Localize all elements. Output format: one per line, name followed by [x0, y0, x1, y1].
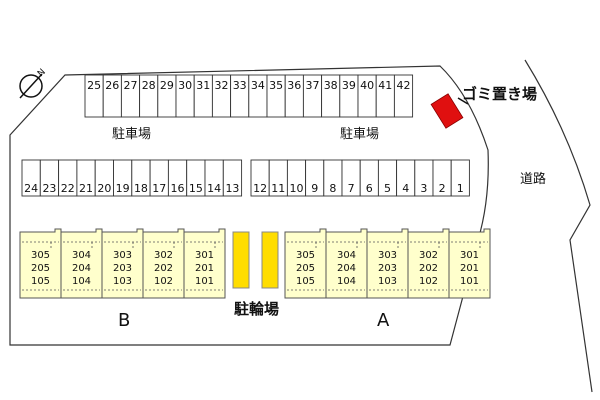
road-label: 道路 [520, 172, 547, 187]
parking-space-number: 39 [342, 79, 356, 92]
building-b-label: B [118, 310, 131, 331]
parking-right-label: 駐車場 [340, 127, 380, 142]
unit-room-number: 104 [72, 276, 91, 287]
unit-room-number: 301 [195, 250, 214, 261]
unit-room-number: 303 [113, 250, 132, 261]
unit-room-number: 304 [72, 250, 91, 261]
unit-room-number: 302 [419, 250, 438, 261]
parking-space-number: 29 [160, 79, 174, 92]
unit-room-number: 101 [460, 276, 479, 287]
parking-space-number: 23 [42, 182, 56, 195]
parking-middle-left-row: 24 23 22 21 20 19 18 17 16 15 14 13 [21, 159, 243, 197]
parking-space [222, 159, 243, 197]
parking-space [393, 74, 414, 118]
unit-room-number: 202 [419, 263, 438, 274]
unit-room-number: 204 [72, 263, 91, 274]
unit-room-number: 202 [154, 263, 173, 274]
parking-space-number: 6 [366, 182, 373, 195]
parking-space-number: 7 [348, 182, 355, 195]
parking-space-number: 11 [271, 182, 285, 195]
parking-space-number: 22 [61, 182, 75, 195]
parking-space-number: 35 [269, 79, 283, 92]
building-b: 305 205 105 304 204 104 303 203 103 302 202 102 301 2… [19, 228, 226, 299]
unit-room-number: 105 [31, 276, 50, 287]
parking-space-number: 24 [24, 182, 38, 195]
unit-room-number: 102 [419, 276, 438, 287]
parking-space-number: 3 [420, 182, 427, 195]
unit-room-number: 201 [195, 263, 214, 274]
parking-space-number: 15 [189, 182, 203, 195]
parking-space-number: 38 [324, 79, 338, 92]
parking-space-number: 27 [124, 79, 138, 92]
unit-room-number: 303 [378, 250, 397, 261]
bicycle-label: 駐輪場 [234, 300, 280, 318]
unit-room-number: 103 [378, 276, 397, 287]
parking-space-number: 18 [134, 182, 148, 195]
garbage-label: ゴミ置き場 [462, 85, 538, 103]
parking-space-number: 13 [225, 182, 239, 195]
parking-space-number: 26 [105, 79, 119, 92]
parking-space-number: 16 [171, 182, 185, 195]
unit-room-number: 205 [296, 263, 315, 274]
bicycle-rack-right [261, 231, 279, 289]
parking-space-number: 31 [196, 79, 210, 92]
parking-space-number: 41 [378, 79, 392, 92]
parking-space-number: 36 [287, 79, 301, 92]
unit-room-number: 101 [195, 276, 214, 287]
unit-room-number: 102 [154, 276, 173, 287]
parking-space-number: 37 [306, 79, 320, 92]
road-edge-line [524, 59, 593, 393]
north-compass-icon [19, 73, 43, 99]
parking-space-number: 9 [311, 182, 318, 195]
parking-space-number: 12 [253, 182, 267, 195]
unit-room-number: 104 [337, 276, 356, 287]
parking-space-number: 4 [402, 182, 409, 195]
garbage-area [430, 93, 464, 129]
parking-space-number: 28 [142, 79, 156, 92]
parking-space-number: 19 [116, 182, 130, 195]
building-a-label: A [377, 310, 390, 331]
parking-space-number: 14 [207, 182, 221, 195]
parking-space-number: 17 [152, 182, 166, 195]
parking-space-number: 20 [97, 182, 111, 195]
parking-space-number: 34 [251, 79, 265, 92]
unit-room-number: 103 [113, 276, 132, 287]
unit-room-number: 305 [296, 250, 315, 261]
parking-space-number: 5 [384, 182, 391, 195]
unit-room-number: 305 [31, 250, 50, 261]
unit-room-number: 304 [337, 250, 356, 261]
unit-room-number: 204 [337, 263, 356, 274]
unit-room-number: 301 [460, 250, 479, 261]
garbage-leader-line [457, 97, 469, 105]
parking-space-number: 1 [457, 182, 464, 195]
parking-space-number: 33 [233, 79, 247, 92]
unit-room-number: 203 [378, 263, 397, 274]
parking-space [450, 159, 470, 197]
unit-room-number: 302 [154, 250, 173, 261]
bicycle-rack-left [232, 231, 250, 289]
parking-space-number: 30 [178, 79, 192, 92]
parking-space-number: 8 [329, 182, 336, 195]
unit-room-number: 203 [113, 263, 132, 274]
parking-space-number: 21 [79, 182, 93, 195]
parking-space-number: 10 [290, 182, 304, 195]
unit-room-number: 201 [460, 263, 479, 274]
parking-space-number: 42 [397, 79, 411, 92]
parking-top-row: 25 26 27 28 29 30 31 32 33 34 35 36 37 38 39 40 41 42 [84, 74, 414, 118]
parking-space-number: 40 [360, 79, 374, 92]
parking-space-number: 32 [215, 79, 229, 92]
building-a: 305 205 105 304 204 104 303 203 103 302 202 102 301 2… [284, 228, 491, 299]
parking-space-number: 25 [87, 79, 101, 92]
unit-room-number: 205 [31, 263, 50, 274]
parking-left-label: 駐車場 [112, 127, 152, 142]
unit-room-number: 105 [296, 276, 315, 287]
parking-space-number: 2 [439, 182, 446, 195]
